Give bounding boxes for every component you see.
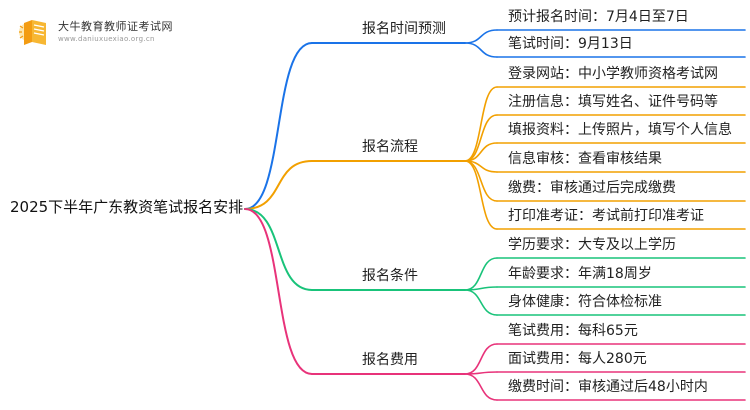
site-logo: 大牛教育教师证考试网 www.daniuxuexiao.org.cn bbox=[14, 15, 214, 49]
leaf-label: 信息审核：查看审核结果 bbox=[508, 151, 662, 167]
leaf-label: 身体健康：符合体检标准 bbox=[508, 294, 662, 310]
leaf-label: 缴费时间：审核通过后48小时内 bbox=[508, 379, 708, 395]
root-topic: 2025下半年广东教资笔试报名安排 bbox=[10, 198, 244, 216]
leaf-connector bbox=[464, 42, 498, 58]
leaf-connector bbox=[464, 289, 498, 316]
leaf-connector bbox=[464, 343, 498, 375]
leaf-connector bbox=[464, 257, 498, 291]
leaf-label: 年龄要求：年满18周岁 bbox=[508, 266, 652, 282]
leaf-label: 面试费用：每人280元 bbox=[508, 351, 647, 367]
branch-connector bbox=[244, 42, 313, 210]
branch-label: 报名条件 bbox=[362, 268, 418, 284]
leaf-label: 笔试时间：9月13日 bbox=[508, 36, 633, 52]
leaf-label: 缴费：审核通过后完成缴费 bbox=[508, 180, 676, 196]
branch-label: 报名费用 bbox=[362, 352, 418, 368]
leaf-label: 填报资料：上传照片，填写个人信息 bbox=[508, 122, 732, 138]
leaf-label: 注册信息：填写姓名、证件号码等 bbox=[508, 94, 718, 110]
branch-label: 报名时间预测 bbox=[362, 21, 446, 37]
leaf-label: 笔试费用：每科65元 bbox=[508, 323, 638, 339]
branch-label: 报名流程 bbox=[362, 139, 418, 155]
leaf-label: 学历要求：大专及以上学历 bbox=[508, 237, 676, 253]
branch-connector bbox=[244, 208, 313, 375]
leaf-label: 打印准考证：考试前打印准考证 bbox=[508, 208, 704, 224]
leaf-connector bbox=[464, 86, 498, 162]
branch-connector bbox=[244, 160, 313, 210]
leaf-connector bbox=[464, 373, 498, 401]
leaf-connector bbox=[464, 29, 498, 44]
leaf-label: 预计报名时间：7月4日至7日 bbox=[508, 9, 689, 25]
logo-url: www.daniuxuexiao.org.cn bbox=[58, 35, 155, 43]
book-logo-icon bbox=[19, 20, 46, 45]
logo-name: 大牛教育教师证考试网 bbox=[58, 20, 173, 33]
branch-connector bbox=[244, 208, 313, 291]
leaf-connector bbox=[464, 160, 498, 230]
leaf-label: 登录网站：中小学教师资格考试网 bbox=[508, 66, 718, 82]
